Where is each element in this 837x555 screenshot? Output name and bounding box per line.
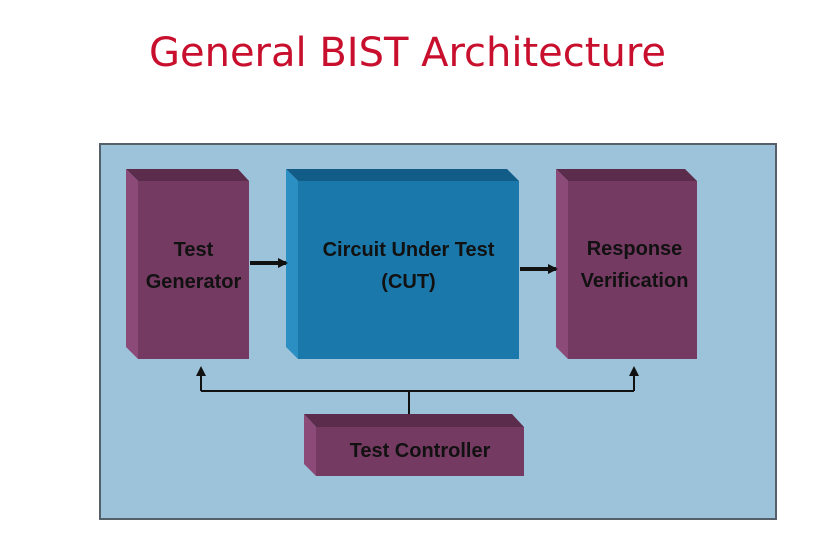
cut-block <box>286 169 519 359</box>
test-controller-label: Test Controller <box>349 440 491 462</box>
test-generator-line1: Test <box>173 239 214 261</box>
test-controller-block <box>304 414 524 476</box>
test-generator-label: Test Generator <box>138 234 249 298</box>
control-lines <box>196 366 639 414</box>
response-verification-line2: Verification <box>580 270 689 292</box>
test-generator-block <box>126 169 249 359</box>
cut-label: Circuit Under Test (CUT) <box>298 234 519 298</box>
response-verification-line1: Response <box>586 238 683 260</box>
test-generator-line2: Generator <box>145 271 242 293</box>
cut-line1: Circuit Under Test <box>322 239 495 261</box>
diagram-title: General BIST Architecture <box>148 30 666 76</box>
response-verification-label: Response Verification <box>568 233 701 297</box>
response-verification-block <box>556 169 697 359</box>
cut-line2: (CUT) <box>381 271 436 293</box>
